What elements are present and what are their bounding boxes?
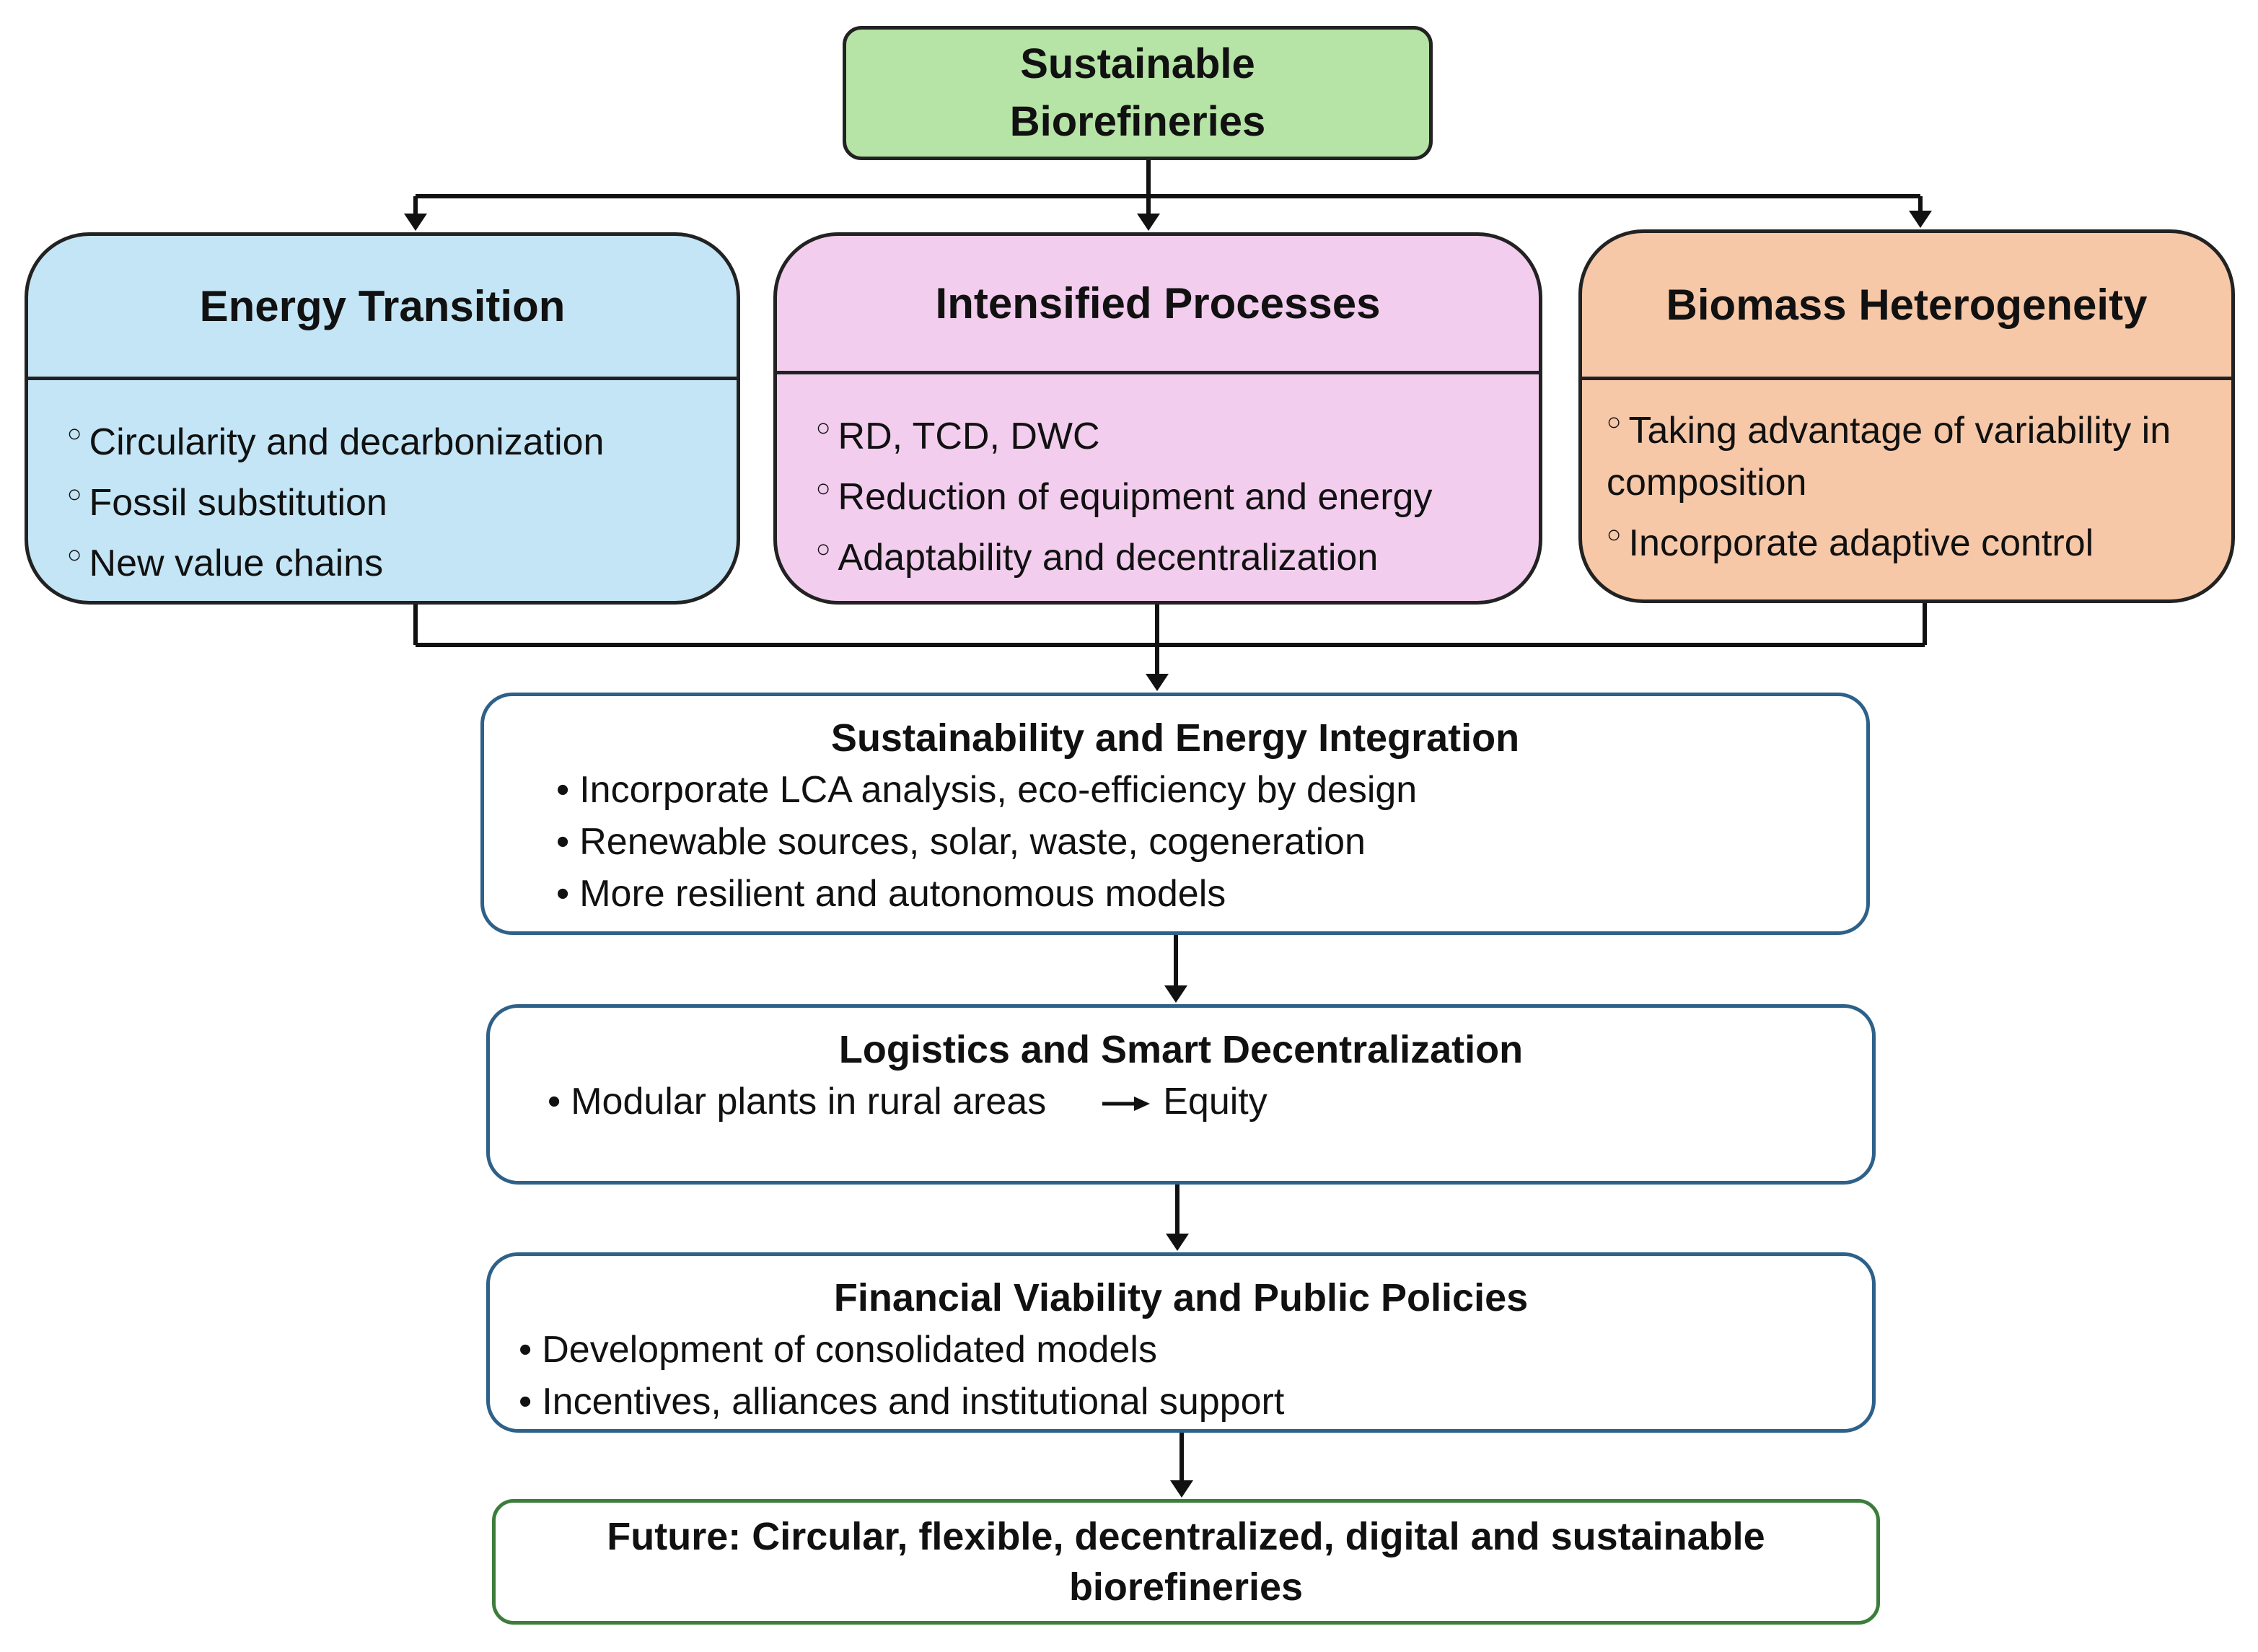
bullet-icon: • [519, 1329, 532, 1371]
arrowhead-process [1137, 214, 1160, 231]
biomass-heterogeneity-title: Biomass Heterogeneity [1582, 233, 2231, 380]
circle-bullet-icon: ○ [816, 414, 831, 441]
circle-bullet-icon: ○ [67, 541, 82, 568]
list-item: ○Reduction of equipment and energy [816, 475, 1433, 518]
circle-bullet-icon: ○ [816, 535, 831, 563]
list-item: ○Adaptability and decentralization [816, 535, 1379, 579]
bullet-icon: • [556, 769, 570, 811]
energy-transition-title: Energy Transition [28, 236, 737, 380]
intensified-processes-node: Intensified Processes ○RD, TCD, DWC ○Red… [773, 232, 1542, 605]
top-title-line2: Biorefineries [1009, 98, 1266, 145]
list-item: ○Fossil substitution [67, 480, 387, 524]
bullet-icon: • [556, 873, 570, 915]
sustainability-title: Sustainability and Energy Integration [830, 716, 1520, 760]
circle-bullet-icon: ○ [1607, 521, 1622, 548]
sustainability-energy-integration-node: Sustainability and Energy Integration •I… [480, 693, 1870, 935]
list-item: ○RD, TCD, DWC [816, 414, 1100, 457]
bullet-icon: • [556, 821, 570, 863]
energy-transition-node: Energy Transition ○Circularity and decar… [25, 232, 740, 605]
circle-bullet-icon: ○ [67, 480, 82, 508]
list-item: ○New value chains [67, 541, 384, 584]
biomass-heterogeneity-node: Biomass Heterogeneity ○Taking advantage … [1578, 229, 2235, 603]
future-line1: Future: Circular, flexible, decentralize… [607, 1515, 1765, 1558]
circle-bullet-icon: ○ [816, 475, 831, 502]
biomass-heterogeneity-list: ○Taking advantage of variability in comp… [1582, 380, 2231, 569]
logistics-title: Logistics and Smart Decentralization [838, 1028, 1524, 1071]
arrowhead-logistics [1164, 985, 1187, 1003]
circle-bullet-icon: ○ [67, 420, 82, 447]
intensified-processes-list: ○RD, TCD, DWC ○Reduction of equipment an… [777, 374, 1539, 584]
list-item: •More resilient and autonomous models [556, 873, 1226, 915]
bullet-icon: • [548, 1081, 561, 1122]
arrowhead-biomass [1909, 211, 1932, 228]
arrowhead-sustainability [1146, 674, 1169, 691]
logistics-decentralization-node: Logistics and Smart Decentralization •Mo… [486, 1004, 1876, 1185]
bullet-icon: • [519, 1381, 532, 1423]
sustainable-biorefineries-node: Sustainable Biorefineries [843, 26, 1433, 160]
list-item: •Incentives, alliances and institutional… [519, 1381, 1285, 1423]
list-item: ○Circularity and decarbonization [67, 420, 605, 463]
list-item: •Development of consolidated models [519, 1329, 1157, 1371]
list-item: ○Incorporate adaptive control [1607, 521, 2094, 564]
list-item: •Renewable sources, solar, waste, cogene… [556, 821, 1366, 863]
top-title-line1: Sustainable [1020, 40, 1255, 87]
intensified-processes-title: Intensified Processes [777, 236, 1539, 374]
logistics-result: Equity [1163, 1081, 1268, 1122]
circle-bullet-icon: ○ [1607, 408, 1622, 436]
future-line2: biorefineries [1068, 1565, 1304, 1609]
energy-transition-list: ○Circularity and decarbonization ○Fossil… [28, 380, 737, 589]
arrowhead-financial [1166, 1234, 1189, 1251]
right-arrow-icon [1102, 1097, 1151, 1112]
financial-viability-node: Financial Viability and Public Policies … [486, 1252, 1876, 1433]
financial-title: Financial Viability and Public Policies [833, 1276, 1529, 1319]
arrowhead-energy [404, 214, 427, 231]
arrowhead-future [1170, 1480, 1193, 1498]
financial-list: •Development of consolidated models •Inc… [490, 1324, 1872, 1428]
list-item: ○Taking advantage of variability in comp… [1607, 408, 2171, 504]
future-node: Future: Circular, flexible, decentralize… [492, 1499, 1880, 1625]
sustainability-list: •Incorporate LCA analysis, eco-efficienc… [484, 764, 1866, 920]
list-item: •Incorporate LCA analysis, eco-efficienc… [556, 769, 1418, 811]
